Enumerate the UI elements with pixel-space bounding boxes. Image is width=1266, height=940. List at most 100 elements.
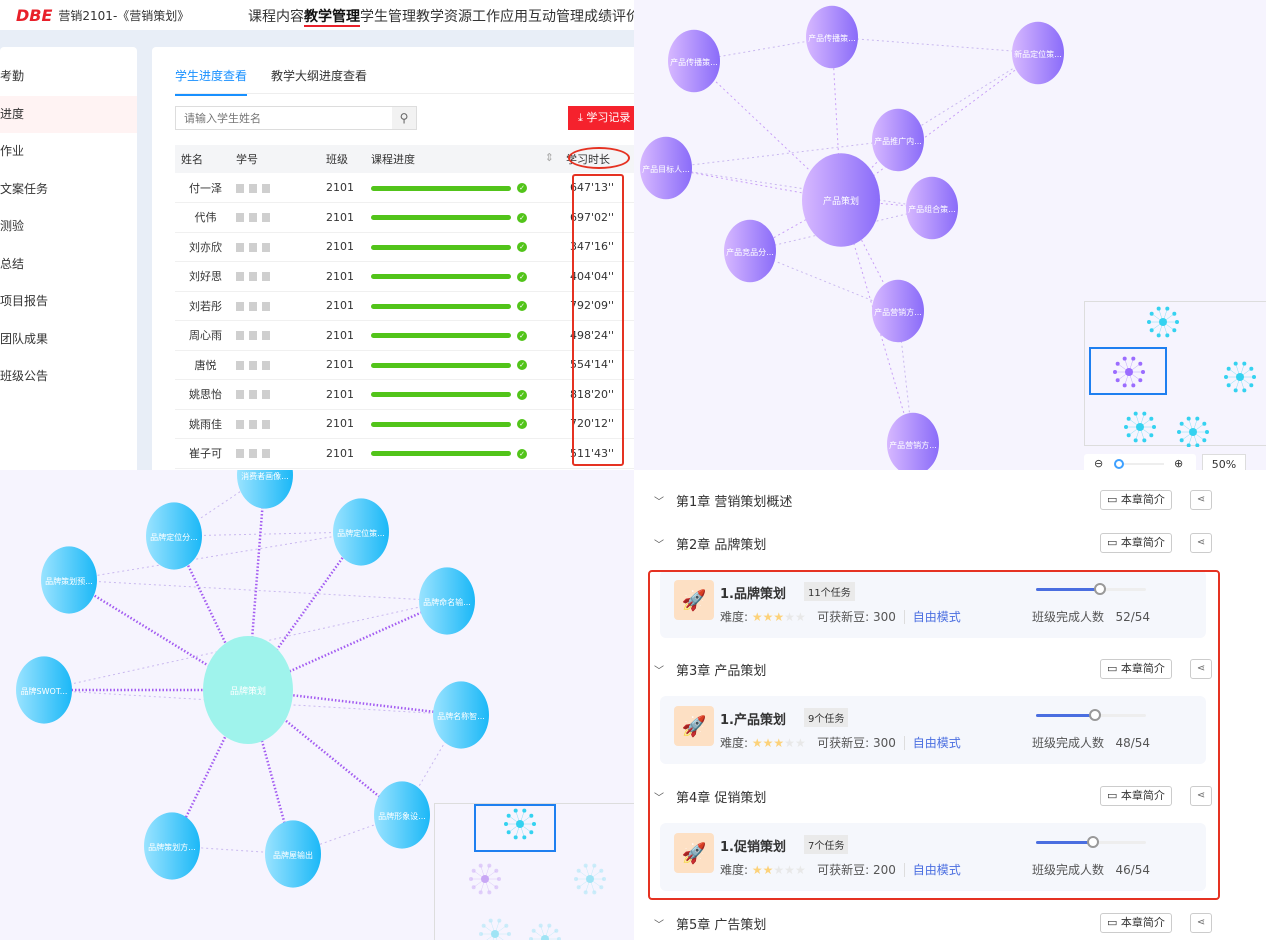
- node-label: 品牌策划方...: [148, 842, 196, 852]
- chapter-row[interactable]: ﹀第1章 营销策划概述▭ 本章简介⋖: [654, 485, 1214, 515]
- search-input[interactable]: [176, 107, 392, 129]
- graph-node[interactable]: 品牌屋输出: [265, 820, 321, 888]
- chapter-intro-button[interactable]: ▭ 本章简介: [1100, 786, 1172, 806]
- minimap-node: [531, 928, 536, 933]
- viewport-indicator[interactable]: [1089, 347, 1167, 395]
- minimap-node: [1165, 333, 1170, 338]
- graph-node[interactable]: 品牌定位策...: [333, 498, 389, 566]
- student-id-blurred: [230, 409, 320, 439]
- graph-node[interactable]: 品牌定位分...: [146, 502, 202, 570]
- sidebar-item[interactable]: 总结: [0, 256, 25, 271]
- minimap-node: [1133, 411, 1138, 416]
- student-name: 刘亦欣: [175, 232, 230, 262]
- zoom-slider-handle[interactable]: [1114, 459, 1124, 469]
- graph-node[interactable]: 品牌形象设...: [374, 781, 430, 849]
- graph-node[interactable]: 品牌命名输...: [419, 567, 475, 635]
- minimap-node: [538, 923, 543, 928]
- sidebar-item[interactable]: 文案任务: [0, 181, 49, 196]
- graph-node[interactable]: 产品传播策...: [668, 29, 720, 93]
- tab-student-progress[interactable]: 学生进度查看: [175, 67, 248, 96]
- export-button[interactable]: ⤓ 学习记录: [568, 106, 634, 130]
- nav-item[interactable]: 成绩评价: [584, 9, 634, 25]
- chapter-row[interactable]: ﹀第2章 品牌策划▭ 本章简介⋖: [654, 528, 1214, 558]
- minimap-node: [478, 863, 483, 868]
- graph-node[interactable]: 新品定位策...: [1012, 21, 1064, 85]
- search-icon[interactable]: ⚲: [392, 107, 416, 129]
- chapter-row[interactable]: ﹀第5章 广告策划▭ 本章简介⋖: [654, 908, 1214, 938]
- task-card[interactable]: 🚀 1.促销策划 7个任务 难度: ★★★★★ 可获新豆: 200 自由模式 班…: [660, 823, 1206, 891]
- nav-item[interactable]: 工作应用: [472, 9, 528, 25]
- col-progress[interactable]: 课程进度 ⇕: [365, 145, 560, 173]
- sidebar-item[interactable]: 作业: [0, 144, 25, 158]
- task-card[interactable]: 🚀 1.产品策划 9个任务 难度: ★★★★★ 可获新豆: 300 自由模式 班…: [660, 696, 1206, 764]
- nav-item[interactable]: 互动管理: [528, 9, 584, 25]
- star-icon: ★: [751, 736, 763, 750]
- tab-syllabus-progress[interactable]: 教学大纲进度查看: [271, 69, 368, 83]
- minimap[interactable]: [434, 803, 634, 940]
- chevron-down-icon[interactable]: ﹀: [654, 665, 664, 677]
- share-graph-icon[interactable]: ⋖: [1190, 490, 1212, 510]
- share-graph-icon[interactable]: ⋖: [1190, 533, 1212, 553]
- graph-node[interactable]: 品牌策划方...: [144, 812, 200, 880]
- chapter-intro-button[interactable]: ▭ 本章简介: [1100, 490, 1172, 510]
- task-card[interactable]: 🚀 1.品牌策划 11个任务 难度: ★★★★★ 可获新豆: 300 自由模式 …: [660, 570, 1206, 638]
- zoom-slider[interactable]: [1116, 463, 1164, 465]
- chevron-down-icon[interactable]: ﹀: [654, 496, 664, 508]
- sidebar-item[interactable]: 团队成果: [0, 331, 49, 346]
- graph-node[interactable]: 品牌SWOT...: [16, 656, 72, 724]
- graph-node[interactable]: 产品推广内...: [872, 108, 924, 172]
- zoom-out-icon[interactable]: ⊖: [1094, 457, 1104, 470]
- minimap-node: [481, 923, 486, 928]
- chapter-intro-button[interactable]: ▭ 本章简介: [1100, 659, 1172, 679]
- study-time: 554'14'': [560, 350, 634, 380]
- chapter-intro-button[interactable]: ▭ 本章简介: [1100, 533, 1172, 553]
- sidebar-item[interactable]: 进度: [0, 95, 137, 133]
- chapter-intro-button[interactable]: ▭ 本章简介: [1100, 913, 1172, 933]
- chapter-row[interactable]: ﹀第3章 产品策划▭ 本章简介⋖: [654, 654, 1214, 684]
- node-label: 产品组合策...: [908, 204, 956, 214]
- nav-item[interactable]: 课程内容: [248, 9, 304, 25]
- share-graph-icon[interactable]: ⋖: [1190, 659, 1212, 679]
- mode-link[interactable]: 自由模式: [903, 863, 961, 877]
- brand-knowledge-graph[interactable]: 品牌策划 消费者画像... 品牌定位分... 品牌定位策... 品牌策划预... 品牌命名…: [0, 470, 634, 940]
- progress-bar: [371, 333, 511, 339]
- chevron-down-icon[interactable]: ﹀: [654, 919, 664, 931]
- nav-item[interactable]: 学生管理: [360, 9, 416, 25]
- chapter-row[interactable]: ﹀第4章 促销策划▭ 本章简介⋖: [654, 781, 1214, 811]
- sort-icon[interactable]: ⇕: [544, 151, 554, 164]
- minimap-node: [1138, 378, 1143, 383]
- star-icon: ★: [762, 610, 774, 624]
- mode-link[interactable]: 自由模式: [903, 610, 961, 624]
- graph-node[interactable]: 产品竞品分...: [724, 219, 776, 283]
- share-graph-icon[interactable]: ⋖: [1190, 786, 1212, 806]
- share-graph-icon[interactable]: ⋖: [1190, 913, 1212, 933]
- chevron-down-icon[interactable]: ﹀: [654, 792, 664, 804]
- graph-node[interactable]: 产品传播策...: [806, 5, 858, 69]
- chevron-down-icon[interactable]: ﹀: [654, 539, 664, 551]
- sidebar-item[interactable]: 班级公告: [0, 369, 49, 383]
- task-count-badge: 9个任务: [804, 708, 849, 727]
- minimap-node: [1113, 370, 1117, 374]
- graph-center-node[interactable]: 产品策划: [802, 153, 880, 247]
- top-nav: 课程内容教学管理学生管理教学资源工作应用互动管理成绩评价班级设: [248, 6, 634, 27]
- graph-center-node[interactable]: 品牌策划: [203, 636, 293, 744]
- graph-node[interactable]: 消费者画像...: [237, 470, 293, 509]
- graph-node[interactable]: 产品营销方...: [887, 412, 939, 470]
- completion-label: 班级完成人数: [1032, 736, 1105, 750]
- col-progress-label: 课程进度: [371, 153, 415, 166]
- graph-node[interactable]: 产品目标人...: [640, 136, 692, 200]
- graph-node[interactable]: 品牌策划预...: [41, 546, 97, 614]
- graph-node[interactable]: 品牌名称智...: [433, 681, 489, 749]
- minimap[interactable]: [1084, 301, 1266, 448]
- sidebar-item[interactable]: 项目报告: [0, 294, 49, 308]
- graph-node[interactable]: 产品组合策...: [906, 176, 958, 240]
- zoom-in-icon[interactable]: ⊕: [1174, 457, 1184, 470]
- graph-node[interactable]: 产品营销方...: [872, 279, 924, 343]
- viewport-indicator[interactable]: [474, 804, 556, 852]
- sidebar-item[interactable]: 考勤: [0, 69, 25, 83]
- nav-item[interactable]: 教学资源: [416, 9, 472, 25]
- sidebar-item[interactable]: 测验: [0, 219, 25, 233]
- check-icon: ✓: [517, 448, 527, 459]
- nav-item[interactable]: 教学管理: [304, 9, 360, 27]
- mode-link[interactable]: 自由模式: [903, 736, 961, 750]
